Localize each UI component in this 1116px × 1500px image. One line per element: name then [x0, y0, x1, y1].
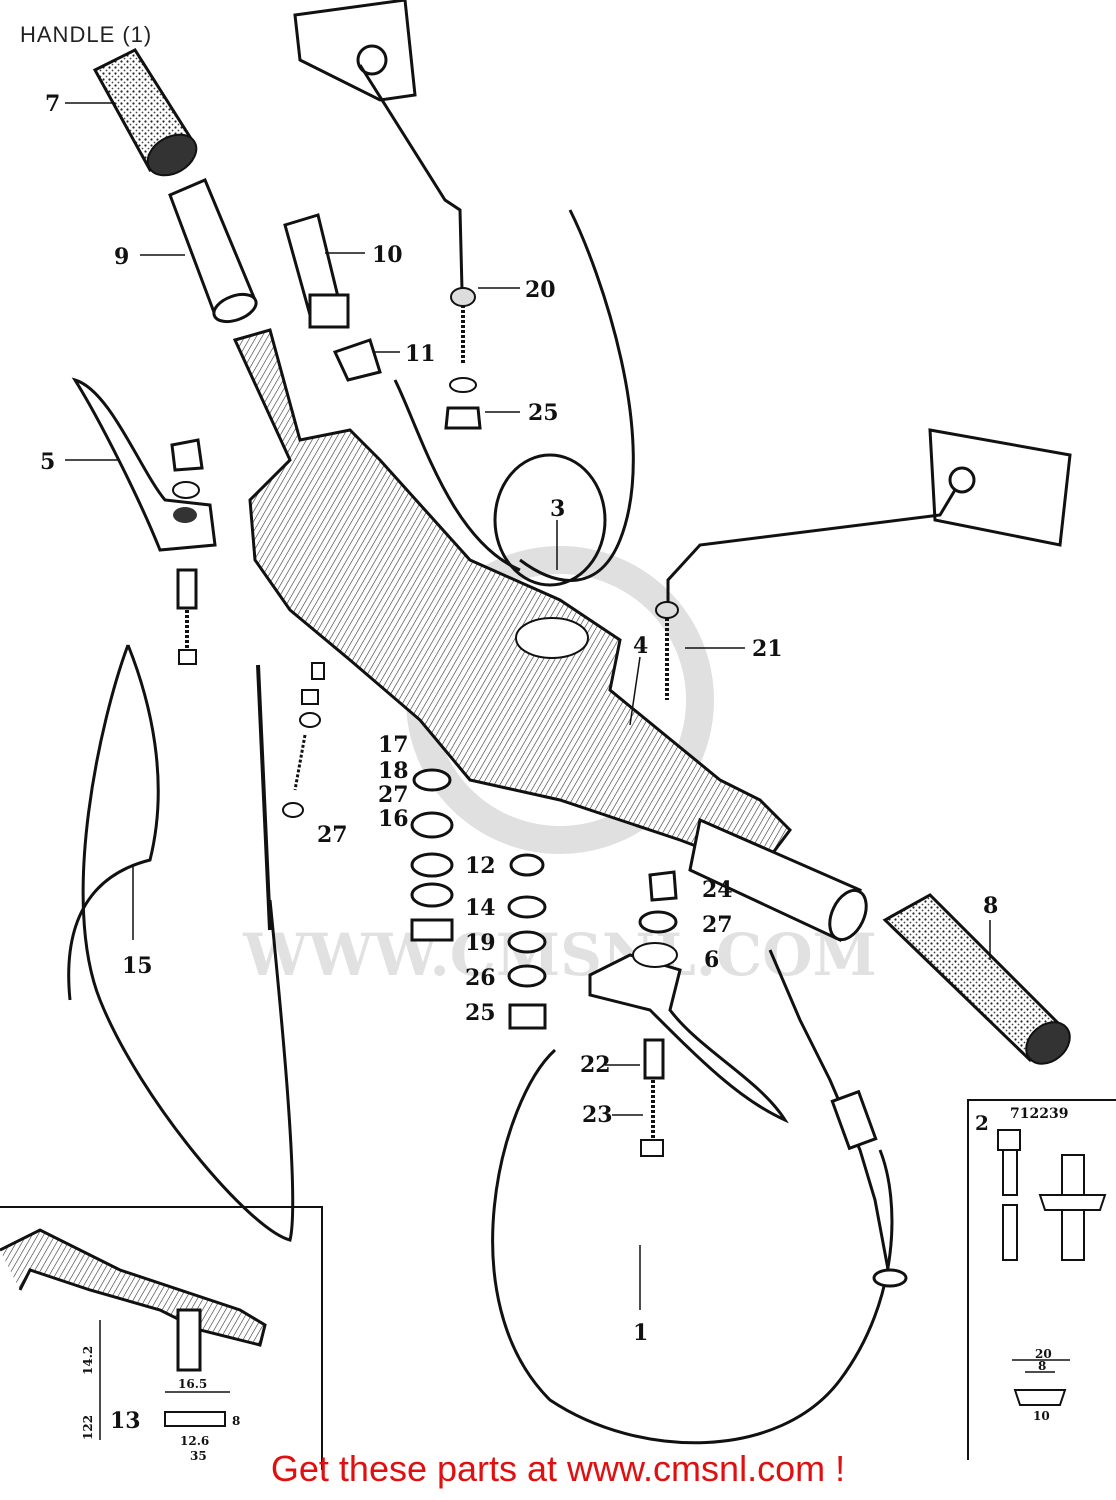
cable-15: [67, 644, 295, 1242]
callout-1: 1: [633, 1320, 648, 1346]
inset-left-dim-35: 35: [190, 1449, 207, 1463]
inset-right-dim-8: 8: [1038, 1359, 1046, 1373]
callout-27c: 27: [702, 912, 733, 938]
inset-left: 13 14.2 16.5 12.6 35 122 8: [0, 1206, 323, 1470]
mirror-right: [655, 428, 1072, 700]
callout-27b: 27: [317, 822, 348, 848]
callout-26: 26: [465, 965, 496, 991]
hardware-stack-right: [638, 870, 678, 934]
callout-24: 24: [702, 877, 733, 903]
inset-left-dim-8: 8: [232, 1414, 240, 1428]
inset-left-label: 13: [110, 1408, 141, 1434]
callout-17: 17: [378, 732, 409, 758]
cable-1: [491, 949, 908, 1445]
hardware-small-left: [282, 662, 325, 818]
callout-25b: 25: [465, 1000, 496, 1026]
callout-labels: [65, 102, 991, 1310]
callout-10: 10: [372, 242, 403, 268]
callout-20: 20: [525, 277, 556, 303]
inset-right-dim-10: 10: [1033, 1409, 1050, 1423]
hardware-stack-center: [507, 853, 547, 1030]
callout-9: 9: [114, 244, 129, 270]
callout-14: 14: [465, 895, 496, 921]
inset-left-dim-122: 122: [81, 1415, 95, 1440]
callout-27a: 27: [378, 782, 409, 808]
inset-right-dim-20: 20: [1035, 1347, 1052, 1361]
inset-right-label: 2: [975, 1111, 989, 1135]
callout-8: 8: [983, 893, 998, 919]
callout-15: 15: [122, 953, 153, 979]
inset-left-dim-14-2: 14.2: [81, 1346, 95, 1375]
inset-left-dim-16-5: 16.5: [178, 1377, 207, 1391]
callout-19: 19: [465, 930, 496, 956]
hardware-stack-left: [410, 768, 454, 942]
callout-21: 21: [752, 636, 783, 662]
cable-3: [393, 209, 635, 587]
callout-18: 18: [378, 758, 409, 784]
callout-6: 6: [704, 947, 719, 973]
callout-5: 5: [40, 449, 55, 475]
inset-right: 2 712239 20 8 10: [967, 1099, 1116, 1460]
grip-right: [882, 893, 1071, 1065]
footer-link-text[interactable]: Get these parts at www.cmsnl.com !: [270, 1448, 846, 1489]
page-title: HANDLE (1): [20, 22, 153, 47]
callout-7: 7: [45, 91, 60, 117]
lever-left: [71, 377, 217, 665]
callout-16: 16: [378, 806, 409, 832]
callout-12: 12: [465, 853, 496, 879]
callout-22: 22: [580, 1052, 611, 1078]
callout-11: 11: [405, 341, 436, 367]
callout-25a: 25: [528, 400, 559, 426]
callout-23: 23: [582, 1102, 613, 1128]
callout-3: 3: [550, 496, 565, 522]
callout-numbers: 7 9 10 11 20 25 5 3 4 21 17 18 27 16 27 …: [40, 91, 998, 1346]
callout-4: 4: [633, 633, 648, 659]
inset-right-code: 712239: [1010, 1106, 1068, 1122]
mirror-left: [293, 0, 482, 430]
switch-part: [283, 213, 382, 382]
grip-sleeve: [168, 178, 258, 324]
inset-left-dim-12-6: 12.6: [180, 1434, 209, 1448]
grip-left: [92, 48, 198, 177]
handlebar-body: [232, 328, 868, 943]
lever-right: [588, 942, 789, 1157]
